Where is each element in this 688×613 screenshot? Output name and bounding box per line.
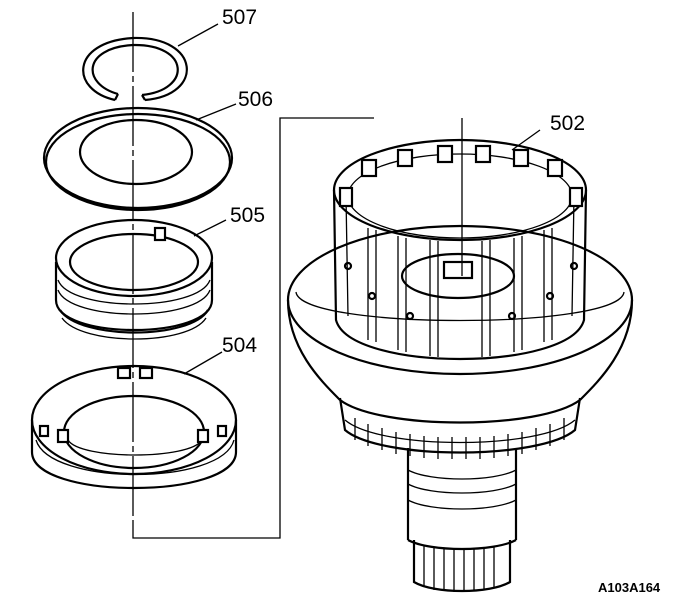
callout-506: 506 [238, 88, 274, 111]
callout-502: 502 [550, 112, 586, 135]
snap-ring-507 [82, 36, 188, 102]
piston-505 [54, 218, 214, 340]
leader-507 [177, 23, 219, 47]
callout-507: 507 [222, 6, 258, 29]
figure-id-label: A103A164 [598, 580, 661, 595]
drum-holes [343, 261, 579, 321]
shaft-splines [423, 546, 495, 592]
leader-506 [195, 103, 237, 121]
callout-504: 504 [222, 334, 258, 357]
leader-504 [183, 351, 223, 375]
leader-502 [511, 129, 541, 151]
washer-506 [42, 106, 234, 212]
housing-504 [30, 364, 238, 490]
leader-505 [193, 219, 227, 237]
drum-assembly-502 [286, 118, 634, 593]
drum-castellations [338, 144, 584, 208]
drum-slots [367, 228, 553, 357]
callout-505: 505 [230, 204, 266, 227]
assembly-bracket [132, 117, 374, 539]
gear-teeth [354, 418, 565, 459]
